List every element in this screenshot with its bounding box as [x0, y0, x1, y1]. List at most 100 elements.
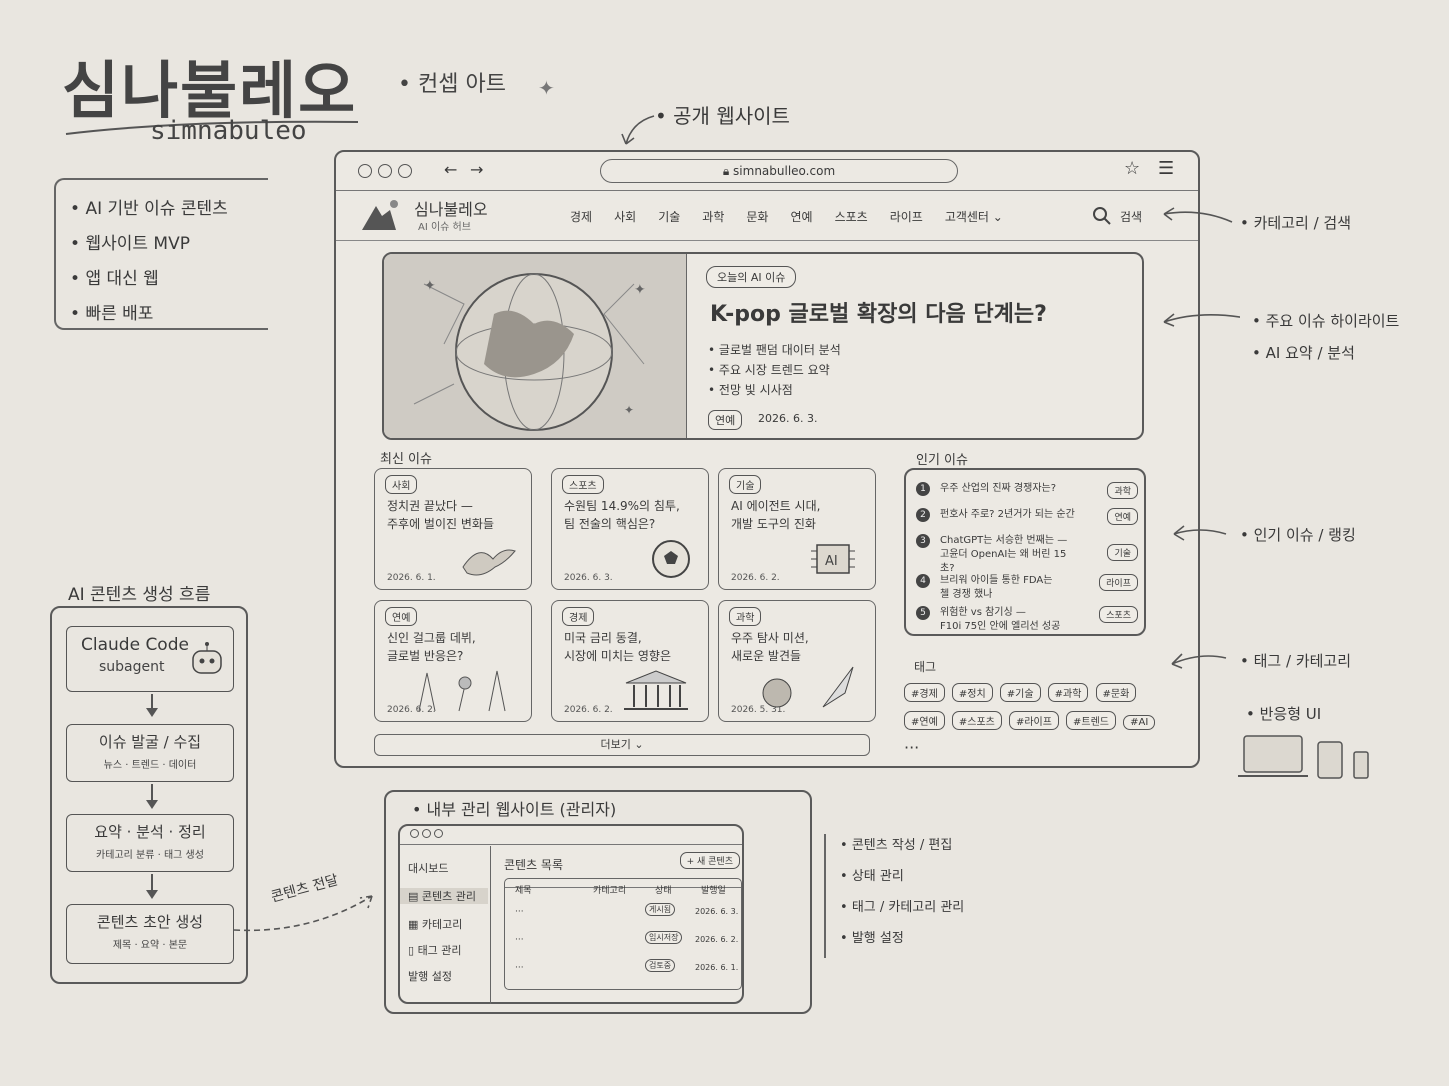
nav-item[interactable]: 스포츠 — [834, 210, 868, 224]
hero-bullet: 주요 시장 트렌드 요약 — [708, 360, 841, 380]
card-date: 2026. 6. 3. — [564, 573, 613, 583]
flow-step-sub: 카테고리 분류 · 태그 생성 — [96, 850, 204, 861]
window-dot-icon[interactable] — [358, 164, 372, 178]
row-date: 2026. 6. 2. — [695, 935, 739, 944]
logo-icon — [362, 200, 398, 230]
tag-chip[interactable]: #문화 — [1095, 683, 1137, 702]
rank-title: 펀호사 주로? 2년거가 되는 순간 — [940, 509, 1075, 520]
search-icon[interactable] — [1092, 206, 1112, 226]
window-dot-icon[interactable] — [398, 164, 412, 178]
annotation-arrows — [1163, 207, 1240, 669]
rank-number: 3 — [916, 534, 930, 548]
window-dot-icon[interactable] — [422, 829, 431, 838]
nav-item-support[interactable]: 고객센터 ⌄ — [945, 208, 1003, 225]
nav-item[interactable]: 경제 — [570, 210, 593, 224]
nav-item[interactable]: 사회 — [614, 210, 637, 224]
flow-step-summarize: 요약 · 분석 · 정리 카테고리 분류 · 태그 생성 — [66, 814, 234, 872]
annotation-responsive: 반응형 UI — [1246, 703, 1322, 724]
issue-card[interactable]: 기술 AI 에이전트 시대, 개발 도구의 진화 2026. 6. 2. AI — [718, 468, 876, 590]
globe-icon: ✦✦✦ — [413, 273, 646, 431]
address-bar[interactable]: 🔒︎ simnabulleo.com — [600, 159, 958, 183]
hero-title[interactable]: K-pop 글로벌 확장의 다음 단계는? — [710, 302, 1047, 327]
status-badge: 임시저장 — [645, 931, 683, 944]
tag-chip[interactable]: #경제 — [904, 683, 945, 702]
card-tag: 경제 — [562, 607, 595, 626]
card-title: 정치권 끝났다 — 주후에 벌이진 변화들 — [387, 499, 494, 531]
column-header: 발행일 — [701, 886, 726, 896]
menu-icon[interactable]: ☰ — [1158, 158, 1175, 179]
table-header: 제목 카테고리 상태 발행일 — [505, 883, 741, 896]
tag-chip[interactable]: #과학 — [1047, 683, 1089, 702]
card-title: 우주 탐사 미션, 새로운 발견들 — [731, 631, 809, 663]
tag-chip[interactable]: #정치 — [951, 683, 993, 702]
row-title: ··· — [515, 963, 524, 973]
flow-step-main: 이슈 발굴 / 수집 — [98, 733, 202, 751]
issue-card[interactable]: 과학 우주 탐사 미션, 새로운 발견들 2026. 5. 31. — [718, 600, 876, 722]
svg-text:✦: ✦ — [634, 282, 646, 298]
nav-item[interactable]: 라이프 — [889, 210, 923, 224]
admin-nav-dashboard[interactable]: 대시보드 — [408, 862, 449, 875]
admin-sidebar: 대시보드 ▤ 콘텐츠 관리 ▦ 카테고리 ▯ 태그 관리 발행 설정 — [400, 846, 491, 1004]
concept-label: 컨셉 아트 — [398, 66, 506, 98]
admin-nav-content[interactable]: ▤ 콘텐츠 관리 — [400, 888, 488, 904]
card-title: AI 에이전트 시대, 개발 도구의 진화 — [731, 499, 821, 531]
tag-chip[interactable]: #라이프 — [1008, 711, 1059, 730]
nav-item[interactable]: 기술 — [658, 210, 681, 224]
more-label: 더보기 — [600, 738, 631, 751]
nav-item[interactable]: 과학 — [702, 210, 725, 224]
tag-chip[interactable]: #스포츠 — [951, 711, 1002, 730]
admin-nav-publish[interactable]: 발행 설정 — [408, 970, 452, 983]
more-button[interactable]: 더보기 ⌄ — [374, 734, 870, 756]
card-date: 2026. 6. 2. — [564, 705, 613, 715]
card-tag: 연예 — [385, 607, 418, 626]
search-label[interactable]: 검색 — [1120, 210, 1143, 224]
title-underline — [65, 120, 359, 135]
hero-tag[interactable]: 연예 — [708, 410, 743, 430]
card-tag: 과학 — [729, 607, 762, 626]
deliver-arrow-icon — [233, 895, 373, 932]
column-header: 제목 — [515, 886, 532, 896]
tags-more[interactable]: ··· — [904, 738, 920, 757]
tag-chip[interactable]: #기술 — [999, 683, 1041, 702]
card-tag: 스포츠 — [562, 475, 604, 494]
svg-text:✦: ✦ — [624, 403, 634, 417]
rank-tag: 연예 — [1107, 508, 1138, 525]
issue-card[interactable]: 연예 신인 걸그룹 데뷔, 글로벌 반응은? 2026. 6. 2. — [374, 600, 532, 722]
issue-card[interactable]: 경제 미국 금리 동결, 시장에 미치는 영향은 2026. 6. 2. — [551, 600, 709, 722]
issue-card[interactable]: 사회 정치권 끝났다 — 주후에 벌이진 변화들 2026. 6. 1. — [374, 468, 532, 590]
admin-feature-list: 콘텐츠 작성 / 편집 상태 관리 태그 / 카테고리 관리 발행 설정 — [824, 834, 964, 958]
forward-arrow-icon[interactable]: → — [470, 160, 484, 179]
site-name[interactable]: 심나불레오 — [414, 200, 488, 219]
new-content-button[interactable]: + 새 콘텐츠 — [679, 852, 740, 869]
admin-nav-tags[interactable]: ▯ 태그 관리 — [408, 942, 462, 958]
card-title: 수원팀 14.9%의 침투, 팀 전술의 핵심은? — [564, 499, 680, 531]
chevron-down-icon: ⌄ — [988, 210, 1003, 224]
feature-item: 빠른 배포 — [70, 299, 254, 324]
app-romanized: simnabuleo — [150, 116, 307, 146]
admin-nav-category[interactable]: ▦ 카테고리 — [408, 916, 462, 932]
tag-chip[interactable]: #트렌드 — [1066, 711, 1117, 730]
svg-text:AI: AI — [825, 554, 838, 569]
rank-title: ChatGPT는 서승한 번째는 — 고윤더 OpenAI는 왜 버린 15초? — [940, 535, 1068, 574]
issue-card[interactable]: 스포츠 수원팀 14.9%의 침투, 팀 전술의 핵심은? 2026. 6. 3… — [551, 468, 709, 590]
tag-chip[interactable]: #연예 — [904, 711, 945, 730]
nav-item[interactable]: 연예 — [790, 210, 813, 224]
card-title: 신인 걸그룹 데뷔, 글로벌 반응은? — [387, 631, 476, 663]
window-dot-icon[interactable] — [434, 829, 443, 838]
row-date: 2026. 6. 3. — [695, 907, 739, 916]
annotation-tag-category: 태그 / 카테고리 — [1240, 650, 1351, 671]
nav-item[interactable]: 문화 — [746, 210, 769, 224]
hero-highlight[interactable]: ✦✦✦ 오늘의 AI 이슈 K-pop 글로벌 확장의 다음 단계는? 글로벌 … — [382, 252, 1144, 440]
tag-chip[interactable]: #AI — [1123, 715, 1156, 730]
window-dot-icon[interactable] — [410, 829, 419, 838]
admin-nav-label: 콘텐츠 관리 — [421, 890, 476, 903]
lock-icon: 🔒︎ — [722, 164, 734, 178]
nav-item-label: 고객센터 — [944, 210, 989, 224]
row-title: ··· — [515, 935, 524, 945]
window-dot-icon[interactable] — [378, 164, 392, 178]
status-badge: 게시됨 — [645, 903, 676, 916]
back-arrow-icon[interactable]: ← — [444, 160, 458, 179]
admin-feature: 상태 관리 — [840, 865, 964, 884]
column-header: 카테고리 — [593, 886, 627, 896]
star-icon[interactable]: ☆ — [1124, 158, 1141, 179]
